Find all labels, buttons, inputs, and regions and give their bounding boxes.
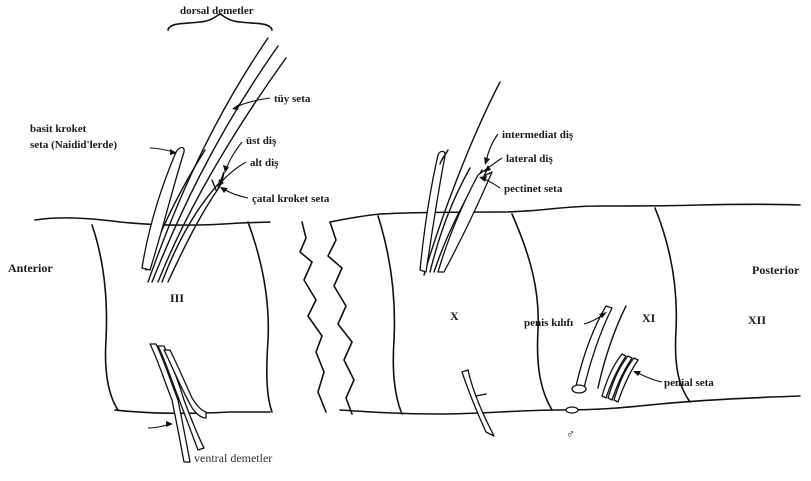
label-hair-seta: tüy seta: [274, 93, 311, 105]
label-segment-x: X: [450, 309, 459, 323]
label-penial-seta: penial seta: [664, 377, 714, 389]
label-pectinate-seta: pectinet seta: [504, 183, 563, 195]
label-ventral-bundles: ventral demetler: [194, 451, 272, 465]
arrow-tuy: [232, 104, 239, 110]
penis-sheath: [576, 306, 612, 388]
label-bifid-crochet: çatal kroket seta: [252, 193, 330, 205]
label-dorsal-bundles: dorsal demetler: [180, 5, 254, 17]
label-upper-tooth: üst diş: [246, 135, 277, 147]
arrow-catal: [220, 187, 228, 193]
label-lower-tooth: alt diş: [250, 157, 279, 169]
simple-crochet-seta: [142, 148, 184, 271]
groove-1: [92, 225, 118, 410]
leader-intermediat: [486, 134, 498, 162]
arrow-ventral: [166, 421, 173, 427]
groove-4: [512, 214, 552, 410]
male-symbol: ♂: [566, 427, 575, 441]
label-segment-iii: III: [170, 291, 184, 305]
label-segment-xi: XI: [642, 311, 656, 325]
label-anterior: Anterior: [8, 261, 53, 275]
label-intermediate-tooth: intermediat diş: [502, 129, 574, 141]
groove-5: [655, 208, 690, 402]
leader-penial: [636, 372, 662, 382]
arrow-ust: [223, 165, 229, 173]
groove-2: [248, 222, 272, 412]
break-right: [328, 222, 354, 414]
male-pore: [566, 407, 578, 413]
label-penis-sheath: penis kılıfı: [524, 317, 573, 329]
ventral-seta-x: [462, 370, 494, 436]
label-segment-xii: XII: [748, 313, 766, 327]
break-left: [300, 222, 326, 412]
groove-3: [378, 216, 402, 414]
penis-sheath-opening: [572, 385, 586, 393]
ventral-seta-x-base: [476, 394, 486, 396]
body-top-edge-mid: [330, 204, 800, 222]
label-posterior: Posterior: [752, 263, 800, 277]
label-simple-crochet-1: basit kroket: [30, 123, 87, 135]
body-bottom-edge-left: [115, 410, 270, 413]
arrow-intermediat: [484, 157, 490, 165]
label-simple-crochet-2: seta (Naidid'lerde): [30, 139, 117, 151]
label-lateral-tooth: lateral diş: [506, 153, 553, 165]
